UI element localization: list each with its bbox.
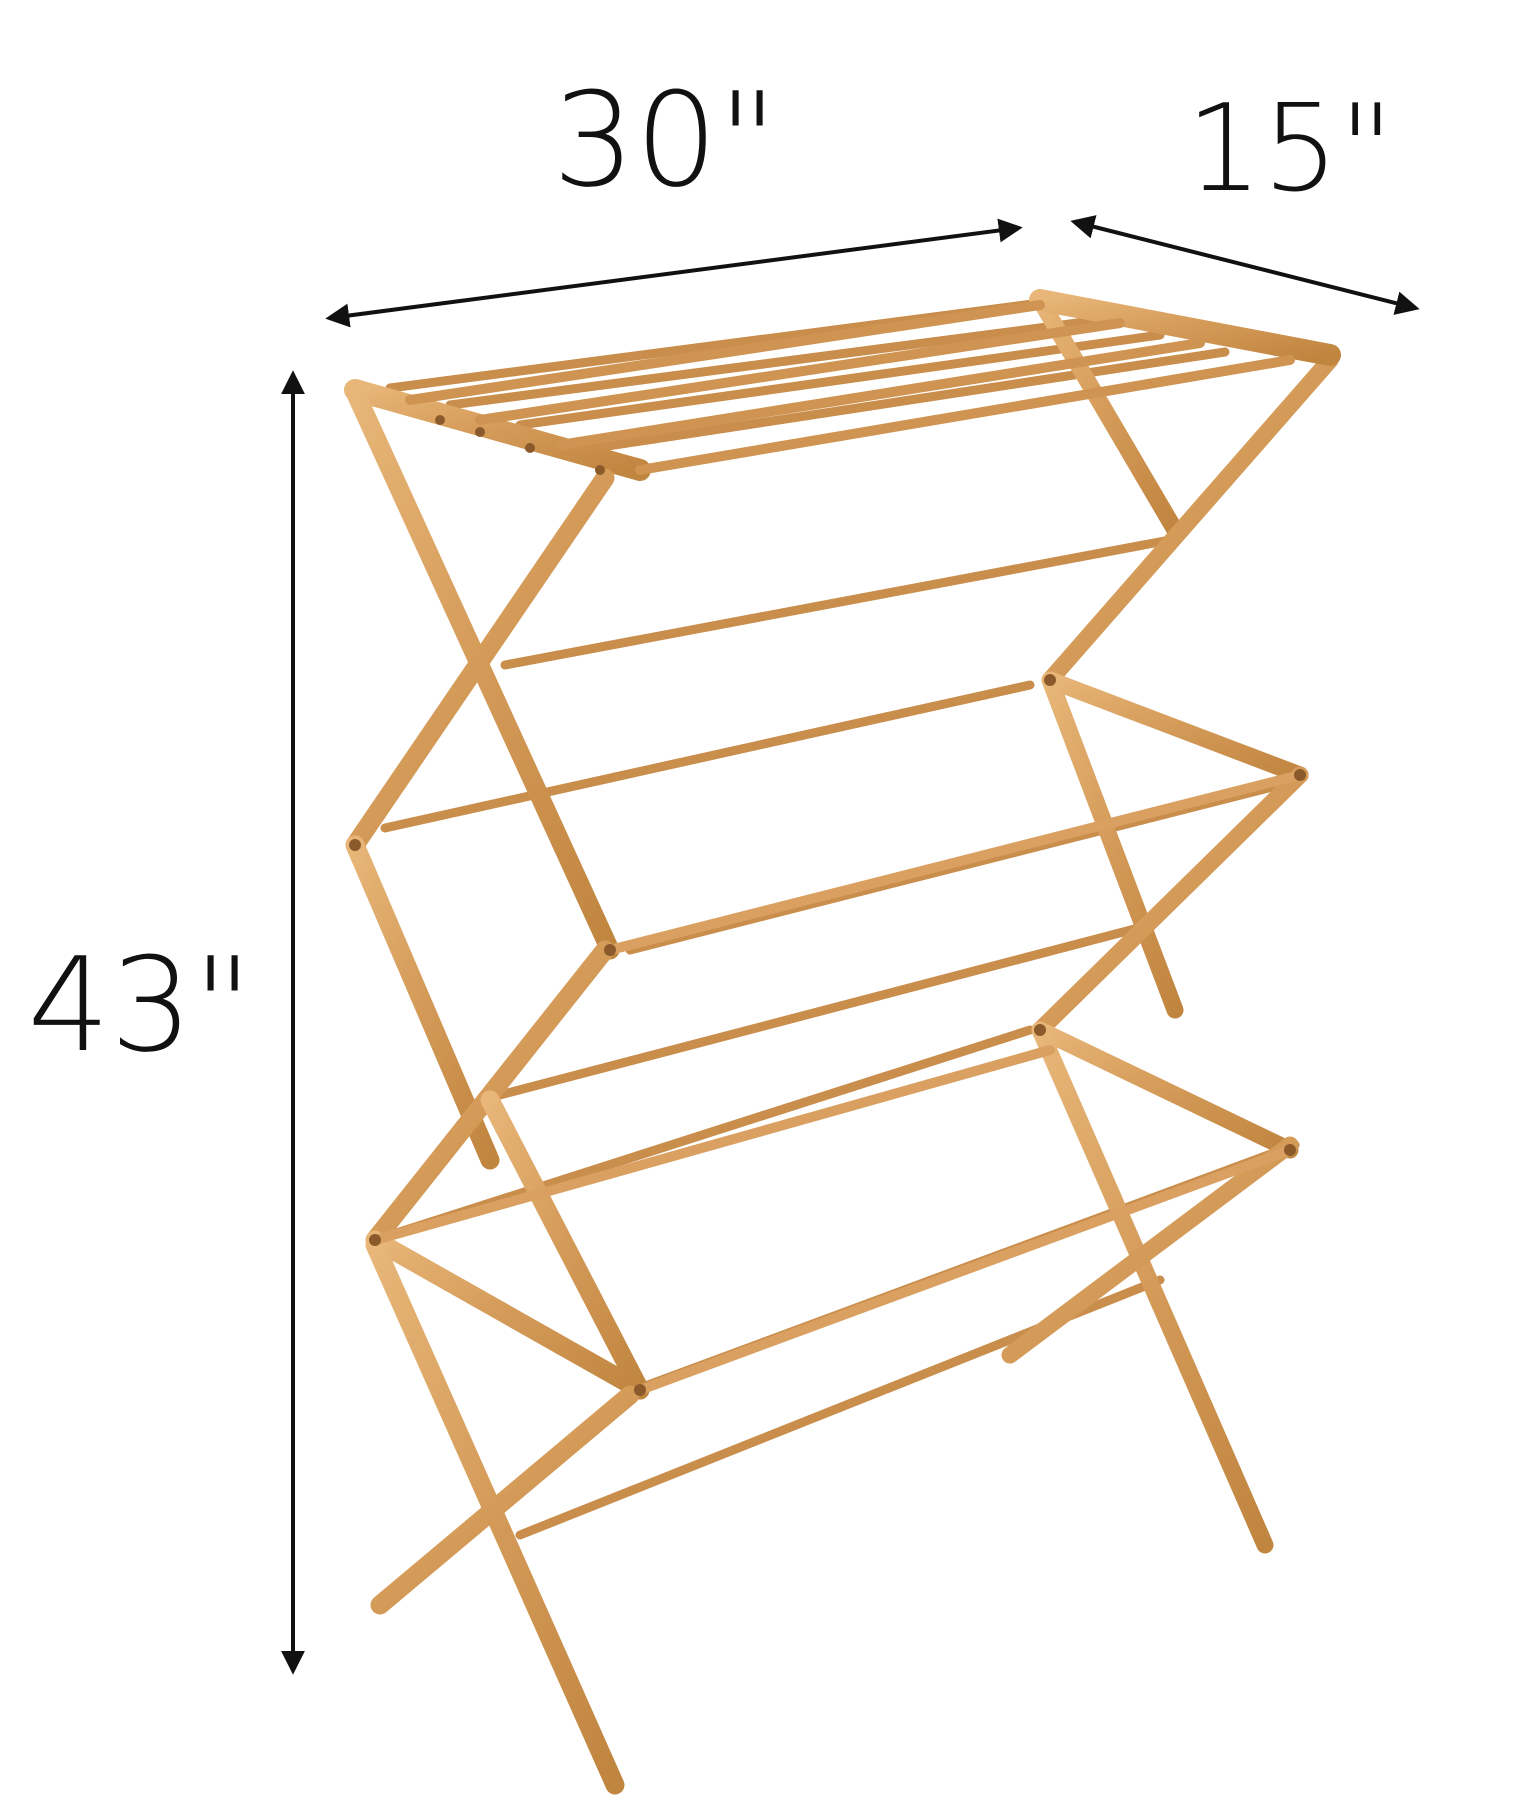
height-dimension-label: 43"	[27, 929, 252, 1081]
rack-top-frame	[344, 289, 1341, 481]
rack-rods-front	[370, 770, 1305, 1395]
rack-left-frame	[345, 382, 650, 1795]
width-arrow	[325, 218, 1023, 328]
depth-arrow	[1070, 215, 1420, 315]
rack-right-frame	[1001, 291, 1339, 1554]
rack-top-rods	[405, 300, 1295, 475]
drying-rack-image	[344, 289, 1341, 1795]
width-dimension-label: 30"	[552, 64, 777, 216]
rack-joints	[349, 415, 1306, 1396]
depth-dimension-label: 15"	[1186, 80, 1394, 219]
